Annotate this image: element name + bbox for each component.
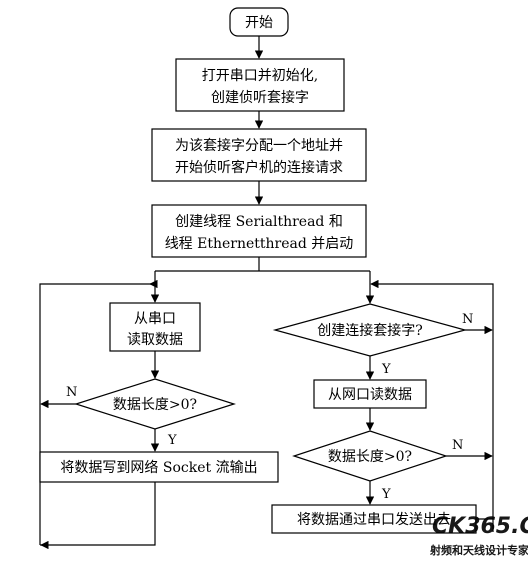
serial-read-line-1: 从串口 — [134, 311, 176, 327]
net-write-label: 将数据通过串口发送出去 — [297, 512, 451, 528]
net-check-label: 数据长度>0? — [328, 449, 412, 465]
threads-line-2: 线程 Ethernetthread 并启动 — [165, 236, 354, 252]
bind-line-2: 开始侦听客户机的连接请求 — [175, 159, 343, 176]
threads-box — [151, 204, 367, 258]
serial-read-box — [109, 302, 201, 352]
serial-no-label: N — [66, 385, 77, 400]
net-accept-yes-label: Y — [381, 362, 391, 377]
init-line-2: 创建侦听套接字 — [211, 89, 309, 106]
net-check-yes-label: Y — [381, 487, 391, 502]
serial-read-line-2: 读取数据 — [127, 331, 183, 348]
serial-return-arrow — [40, 482, 156, 550]
threads-line-1: 创建线程 Serialthread 和 — [175, 214, 343, 230]
watermark-logo-text: CK365.CN — [432, 514, 528, 539]
init-line-1: 打开串口并初始化, — [202, 67, 318, 84]
net-write-box — [271, 504, 477, 534]
net-accept-label: 创建连接套接字? — [317, 322, 423, 339]
serial-check-label: 数据长度>0? — [113, 397, 197, 413]
net-loop-line — [370, 279, 494, 532]
serial-write-label: 将数据写到网络 Socket 流输出 — [60, 460, 257, 476]
watermark-tagline: 射频和天线设计专家 — [429, 543, 528, 557]
start-label: 开始 — [245, 15, 273, 31]
net-read-label: 从网口读数据 — [328, 386, 412, 403]
serial-write-box — [39, 451, 279, 483]
bind-line-1: 为该套接字分配一个地址并 — [175, 137, 343, 154]
net-check-no-label: N — [452, 438, 463, 453]
net-read-box — [313, 379, 427, 409]
watermark-logo: CK365.CN 射频和天线设计专家 — [429, 514, 528, 557]
net-accept-no-label: N — [462, 312, 473, 327]
init-box — [175, 58, 345, 112]
serial-yes-label: Y — [167, 433, 177, 448]
